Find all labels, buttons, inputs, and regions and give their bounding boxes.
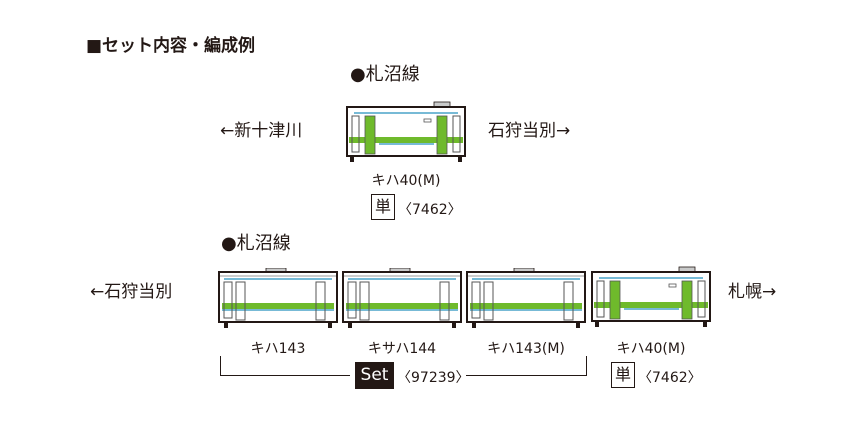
section-heading: ■セット内容・編成例 [86,36,256,56]
car-label: キハ143(M) [487,341,565,357]
car-label: キハ143 [250,341,306,357]
left-direction-top: ←新十津川 [220,121,303,141]
single-car-badge: 単 [371,194,395,220]
product-number: 〈7462〉 [398,202,462,218]
car-label: キハ40(M) [371,173,441,189]
left-direction-bottom: ←石狩当別 [90,282,173,302]
set-badge: Set [355,362,394,389]
train-car-kiha143 [218,268,338,332]
product-number: 〈7462〉 [638,370,702,386]
car-label: キハ40(M) [616,341,686,357]
single-car-badge: 単 [611,362,635,388]
right-direction-top: 石狩当別→ [488,121,571,141]
train-car-kiha143m [466,268,586,332]
right-direction-bottom: 札幌→ [728,282,777,302]
train-car-kiha40 [591,266,711,332]
train-car-kiha40-top [346,100,466,168]
train-car-kisaha144 [342,268,462,332]
car-label: キサハ144 [367,341,437,357]
line-name-top: ●札沼線 [350,64,420,85]
line-name-bottom: ●札沼線 [221,233,291,254]
set-number: 〈97239〉 [397,370,470,386]
